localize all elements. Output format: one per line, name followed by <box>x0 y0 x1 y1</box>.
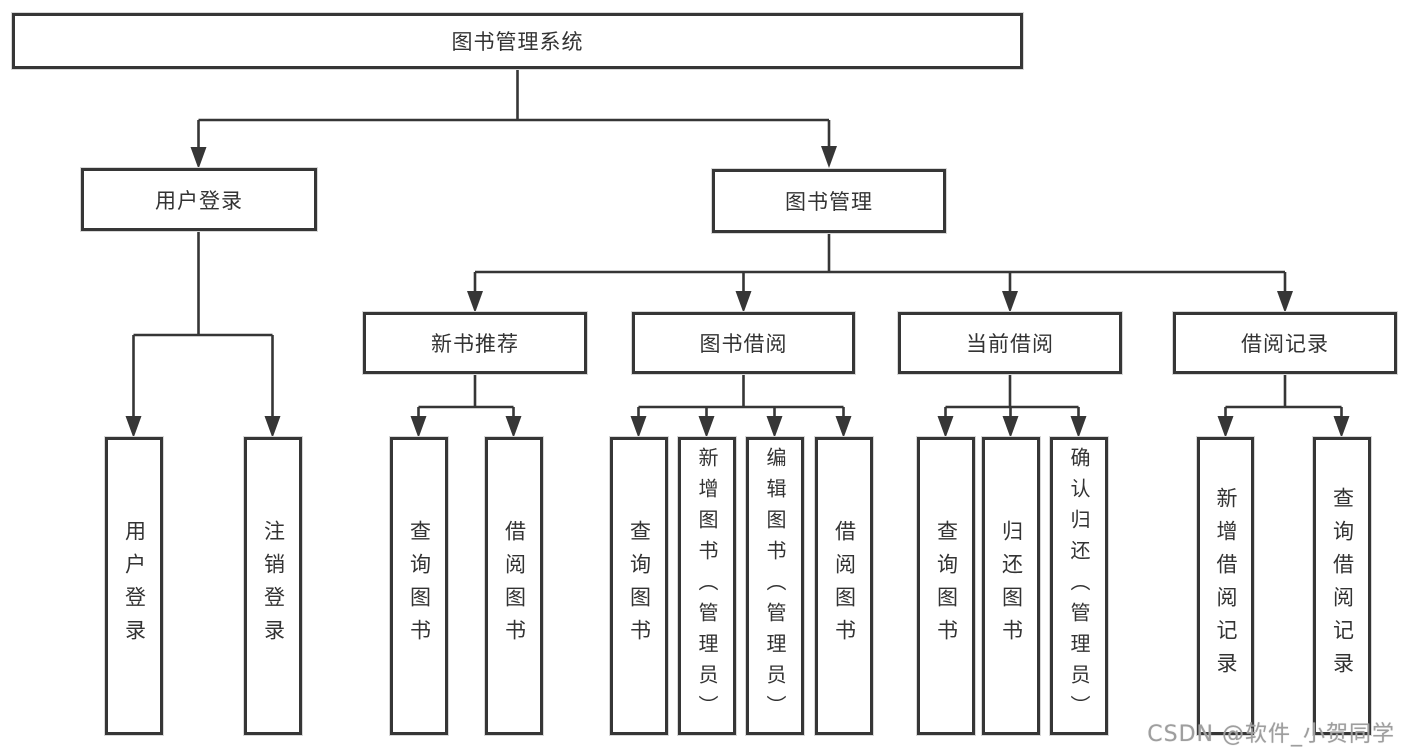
node-book-management: 图书管理 <box>712 169 946 233</box>
leaf-query-borrow-record-label: 查询借阅记录 <box>1330 487 1355 685</box>
leaf-borrow-books: 借阅图书 <box>815 437 873 735</box>
node-borrowing-records: 借阅记录 <box>1173 312 1397 374</box>
leaf-query-books-borrowing: 查询图书 <box>610 437 668 735</box>
leaf-logout: 注销登录 <box>244 437 302 735</box>
node-borrowing-records-label: 借阅记录 <box>1241 332 1329 356</box>
leaf-return-books: 归还图书 <box>982 437 1040 735</box>
node-user-login: 用户登录 <box>81 168 317 231</box>
leaf-query-books-recommend: 查询图书 <box>390 437 448 735</box>
leaf-edit-books-admin-label: 编辑图书（管理员） <box>763 446 787 726</box>
leaf-user-login: 用户登录 <box>105 437 163 735</box>
leaf-edit-books-admin: 编辑图书（管理员） <box>746 437 804 735</box>
leaf-query-books-current: 查询图书 <box>917 437 975 735</box>
leaf-return-books-label: 归还图书 <box>999 520 1024 652</box>
leaf-user-login-label: 用户登录 <box>122 520 147 652</box>
leaf-query-books-borrowing-label: 查询图书 <box>627 520 652 652</box>
leaf-query-books-current-label: 查询图书 <box>934 520 959 652</box>
leaf-borrow-books-recommend-label: 借阅图书 <box>502 520 527 652</box>
node-root-label: 图书管理系统 <box>451 30 584 54</box>
node-book-borrowing-label: 图书借阅 <box>699 332 788 356</box>
arrowheads <box>125 146 1350 438</box>
node-new-book-recommend: 新书推荐 <box>363 312 587 374</box>
node-current-borrowing: 当前借阅 <box>898 312 1122 374</box>
leaf-logout-label: 注销登录 <box>261 520 286 652</box>
leaf-add-borrow-record-label: 新增借阅记录 <box>1214 487 1239 685</box>
node-root-system: 图书管理系统 <box>12 13 1023 69</box>
leaf-borrow-books-label: 借阅图书 <box>832 520 857 652</box>
leaf-borrow-books-recommend: 借阅图书 <box>485 437 543 735</box>
node-new-book-recommend-label: 新书推荐 <box>431 332 519 356</box>
leaf-query-books-recommend-label: 查询图书 <box>407 520 432 652</box>
node-user-login-label: 用户登录 <box>155 188 243 213</box>
leaf-query-borrow-record: 查询借阅记录 <box>1313 437 1371 735</box>
leaf-confirm-return-admin: 确认归还（管理员） <box>1050 437 1108 735</box>
node-book-management-label: 图书管理 <box>785 190 873 214</box>
node-book-borrowing: 图书借阅 <box>632 312 855 374</box>
node-current-borrowing-label: 当前借阅 <box>966 332 1054 356</box>
leaf-confirm-return-admin-label: 确认归还（管理员） <box>1067 446 1091 726</box>
leaf-add-books-admin-label: 新增图书（管理员） <box>695 446 719 726</box>
leaf-add-books-admin: 新增图书（管理员） <box>678 437 736 735</box>
csdn-watermark: CSDN @软件_小贺同学 <box>1147 722 1395 747</box>
leaf-add-borrow-record: 新增借阅记录 <box>1197 437 1254 735</box>
